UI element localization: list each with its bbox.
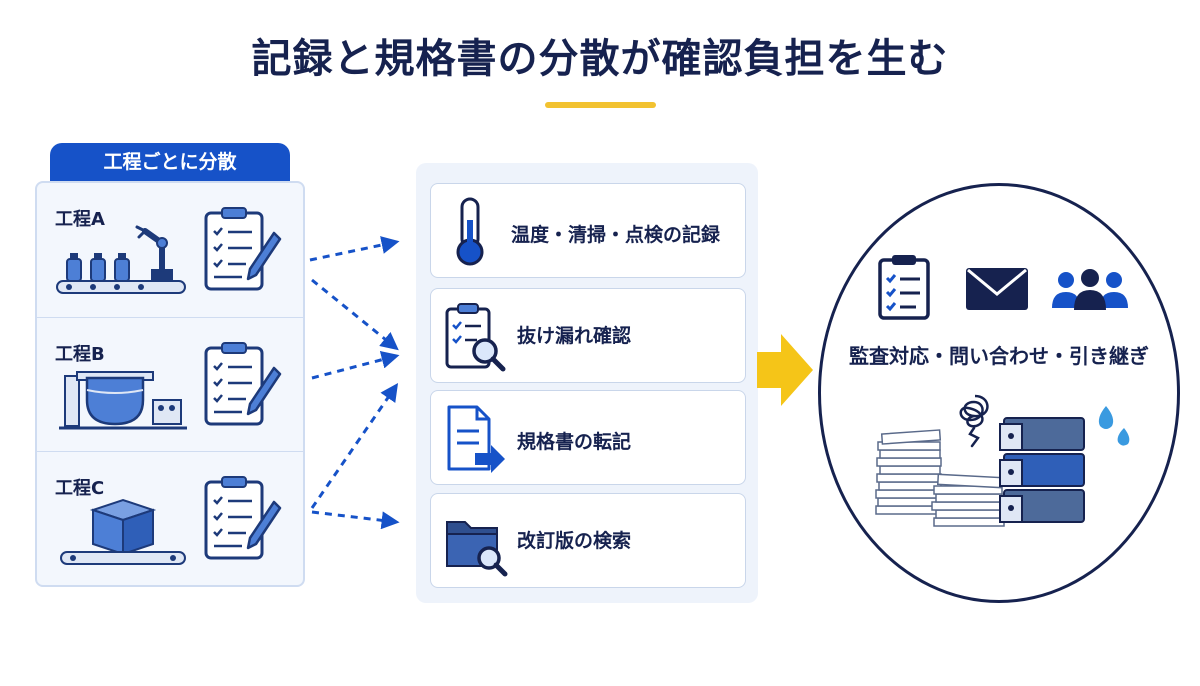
process-label-b: 工程B [55, 344, 105, 365]
process-group-badge: 工程ごとに分散 [50, 143, 290, 181]
robot-arm-conveyor-icon [56, 225, 186, 294]
checklist-icon [878, 255, 930, 320]
result-circle [818, 183, 1180, 603]
thermometer-icon [456, 197, 484, 266]
folder-search-icon [446, 521, 508, 577]
binders-icon [999, 417, 1085, 523]
clipboard-pen-icon [204, 207, 282, 291]
box-conveyor-icon [60, 498, 186, 565]
task-label-spec-transcription: 規格書の転記 [517, 431, 632, 453]
process-label-a: 工程A [55, 209, 105, 230]
task-label-revision-search: 改訂版の検索 [517, 530, 632, 552]
tangle-stress-icon [959, 394, 989, 448]
people-icon [1052, 269, 1128, 310]
process-panel: 工程A 工程B [35, 181, 305, 587]
clipboard-pen-icon [204, 342, 282, 426]
task-card-records: 温度・清掃・点検の記録 [430, 183, 746, 278]
process-row-c: 工程C [37, 451, 303, 584]
connector-arrow [309, 236, 400, 262]
paper-stacks-icon [875, 429, 1005, 527]
dashed-connector-arrows [309, 236, 400, 530]
clipboard-pen-icon [204, 476, 282, 560]
process-label-c: 工程C [55, 478, 105, 499]
connector-arrow [310, 383, 399, 509]
envelope-icon [966, 268, 1028, 310]
mixing-tank-icon [59, 371, 187, 430]
page-title: 記録と規格書の分散が確認負担を生む [251, 36, 949, 82]
process-row-a: 工程A [37, 183, 303, 315]
task-card-spec-transcription: 規格書の転記 [430, 390, 746, 485]
connector-arrow [311, 510, 400, 530]
result-label: 監査対応・問い合わせ・引き継ぎ [849, 344, 1149, 368]
title-underline [545, 102, 656, 108]
sweat-drops-icon [1098, 406, 1130, 446]
task-card-revision-search: 改訂版の検索 [430, 493, 746, 588]
task-card-omission-check: 抜け漏れ確認 [430, 288, 746, 383]
flow-arrow-icon [757, 334, 813, 406]
clipboard-search-icon [445, 303, 506, 372]
connector-arrow [311, 278, 399, 351]
task-label-omission-check: 抜け漏れ確認 [517, 325, 632, 347]
document-transfer-icon [447, 405, 505, 473]
task-label-records: 温度・清掃・点検の記録 [511, 224, 721, 246]
process-row-b: 工程B [37, 317, 303, 450]
connector-arrow [311, 350, 400, 380]
